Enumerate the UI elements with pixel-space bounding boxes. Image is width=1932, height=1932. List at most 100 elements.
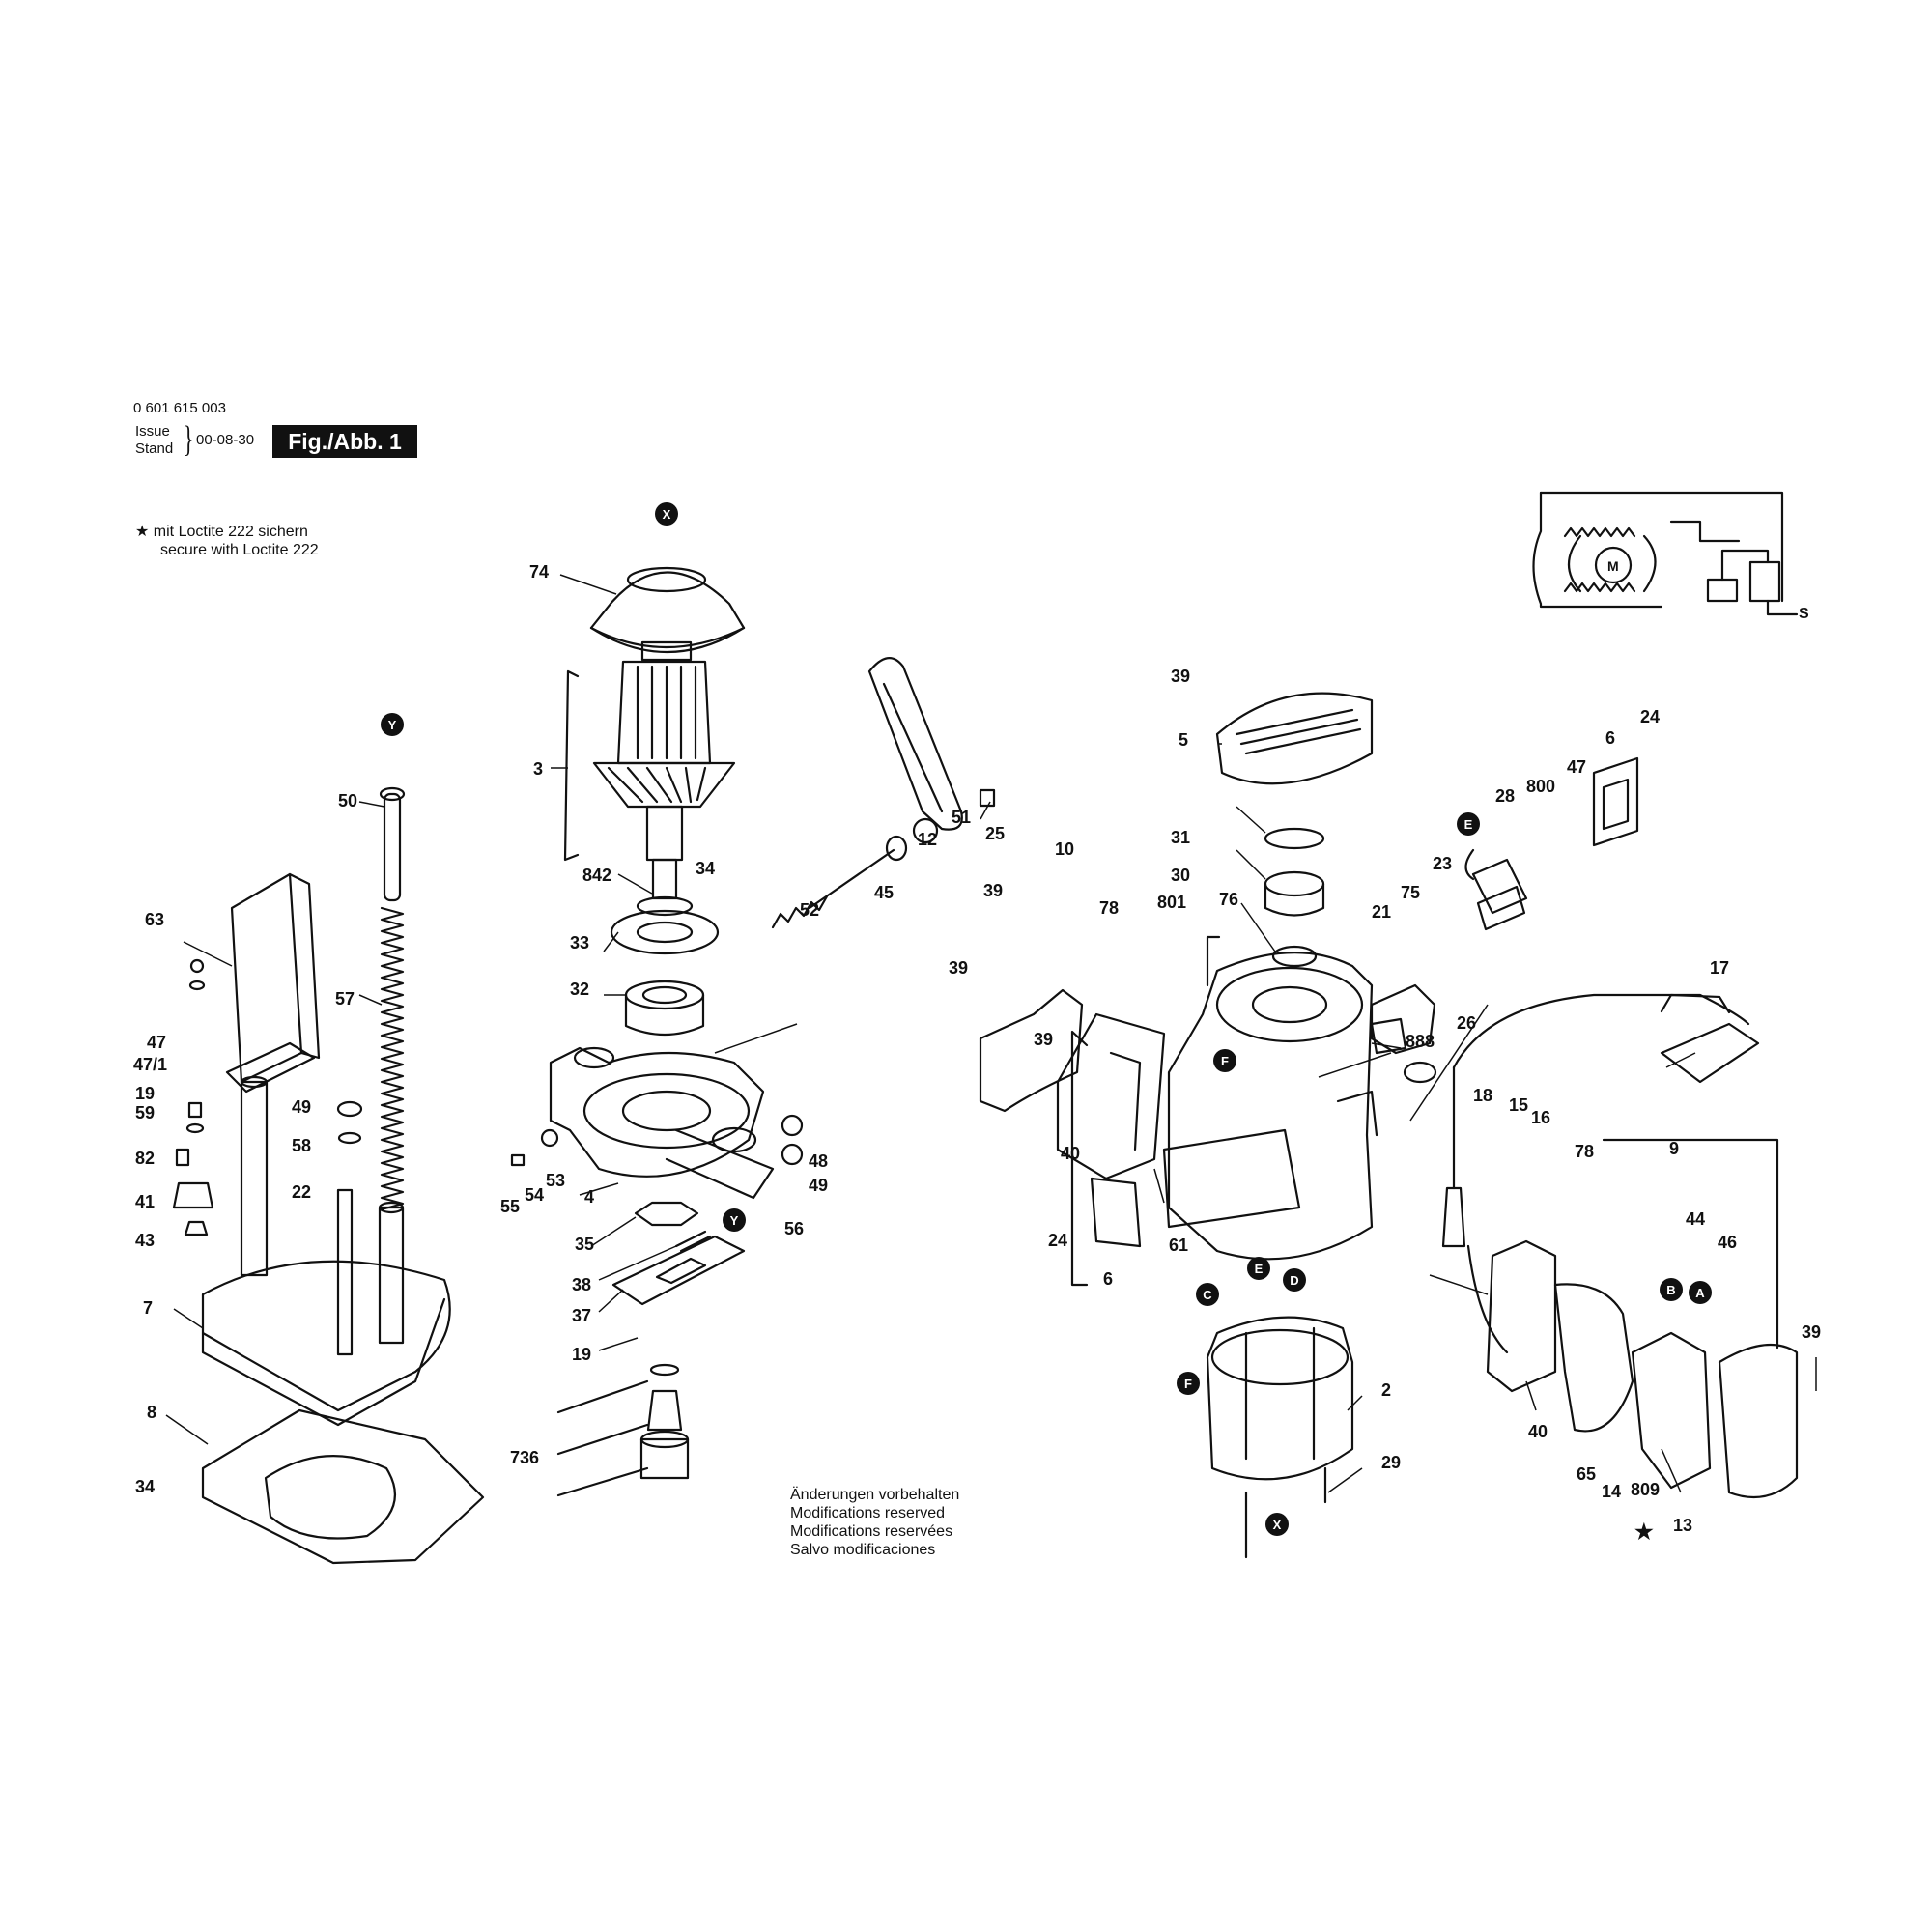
brush-plate-left xyxy=(1090,1177,1142,1248)
ring-76-drawing xyxy=(1271,945,1318,968)
part-label: 59 xyxy=(135,1103,155,1122)
slide-plate-drawing xyxy=(611,1230,746,1306)
part-label: 888 xyxy=(1406,1032,1435,1051)
part-number: 0 601 615 003 xyxy=(133,400,226,416)
part-label: 16 xyxy=(1531,1108,1550,1127)
part-label: 39 xyxy=(1802,1322,1821,1342)
depth-rod-drawing xyxy=(379,786,406,902)
modifications-fr: Modifications reservées xyxy=(790,1523,953,1540)
cord-bracket xyxy=(1660,993,1731,1014)
svg-text:Y: Y xyxy=(388,718,397,732)
part-label: 41 xyxy=(135,1192,155,1211)
modifications-de: Änderungen vorbehalten xyxy=(790,1487,960,1503)
part-label: 78 xyxy=(1099,898,1119,918)
svg-text:X: X xyxy=(1273,1518,1282,1532)
spindle-lock-drawing xyxy=(771,788,996,929)
part-label: 38 xyxy=(572,1275,591,1294)
switch-bracket xyxy=(1602,1138,1779,1350)
part-label: 8 xyxy=(147,1403,156,1422)
part-label: 39 xyxy=(949,958,968,978)
cover-bracket xyxy=(1070,1030,1089,1287)
part-label: 15 xyxy=(1509,1095,1528,1115)
part-label: 49 xyxy=(809,1176,828,1195)
part-label: 75 xyxy=(1401,883,1420,902)
part-label: 19 xyxy=(572,1345,591,1364)
bearing-32-drawing xyxy=(624,980,705,1037)
bearing-30-drawing xyxy=(1264,870,1325,917)
svg-text:D: D xyxy=(1290,1273,1298,1288)
collet-drawing xyxy=(639,1363,690,1480)
nut-35-drawing xyxy=(634,1201,699,1227)
star-icon: ★ xyxy=(135,524,150,540)
part-label: 13 xyxy=(1673,1516,1692,1535)
part-label: 22 xyxy=(292,1182,311,1202)
connection-marker: Y xyxy=(381,713,404,736)
part-label: 34 xyxy=(135,1477,155,1496)
part-label: 801 xyxy=(1157,893,1186,912)
handle-51-drawing xyxy=(867,657,963,831)
connection-marker: Y xyxy=(723,1208,746,1232)
svg-text:X: X xyxy=(663,507,671,522)
part-label: 65 xyxy=(1577,1464,1596,1484)
part-label: 24 xyxy=(1640,707,1660,726)
part-label: 37 xyxy=(572,1306,591,1325)
fan-cover-drawing xyxy=(589,566,746,654)
part-label: 76 xyxy=(1219,890,1238,909)
connection-marker: F xyxy=(1213,1049,1236,1072)
part-label: 28 xyxy=(1495,786,1515,806)
part-label: 17 xyxy=(1710,958,1729,978)
part-label: 40 xyxy=(1061,1144,1080,1163)
part-label: 2 xyxy=(1381,1380,1391,1400)
part-label: 32 xyxy=(570,980,589,999)
motor-cap-drawing xyxy=(1215,692,1374,785)
svg-text:A: A xyxy=(1695,1286,1705,1300)
part-label: 45 xyxy=(874,883,894,902)
part-label: 12 xyxy=(918,830,937,849)
switch-symbol: S xyxy=(1799,606,1809,622)
part-label: 47/1 xyxy=(133,1055,167,1074)
part-label: 39 xyxy=(1034,1030,1053,1049)
part-label: 5 xyxy=(1179,730,1188,750)
motor-symbol: M xyxy=(1607,558,1619,574)
circlip-drawing xyxy=(636,895,694,917)
stator-drawing xyxy=(1206,1316,1354,1481)
part-label: 35 xyxy=(575,1235,594,1254)
router-base-drawing xyxy=(201,1075,451,1427)
loctite-star-icon: ★ xyxy=(1634,1520,1654,1544)
connection-marker: E xyxy=(1247,1257,1270,1280)
armature-bracket xyxy=(563,669,580,862)
modifications-en: Modifications reserved xyxy=(790,1505,946,1521)
part-label: 14 xyxy=(1602,1482,1621,1501)
part-label: 54 xyxy=(525,1185,544,1205)
part-label: 46 xyxy=(1718,1233,1737,1252)
connection-marker: X xyxy=(655,502,678,526)
svg-text:E: E xyxy=(1464,817,1473,832)
svg-text:F: F xyxy=(1221,1054,1229,1068)
part-label: 26 xyxy=(1457,1013,1476,1033)
collet-bracket xyxy=(556,1379,649,1497)
figure-badge: Fig./Abb. 1 xyxy=(272,425,417,458)
brush-holder-drawing xyxy=(1370,756,1639,1084)
connection-marker: B xyxy=(1660,1278,1683,1301)
stand-label: Stand xyxy=(135,440,174,457)
power-cord-drawing xyxy=(1441,993,1760,1354)
part-label: 19 xyxy=(135,1084,155,1103)
wiring-schematic-drawing xyxy=(1532,491,1799,616)
part-label: 49 xyxy=(292,1097,311,1117)
label-61-drawing xyxy=(1162,1128,1301,1229)
connection-marker: F xyxy=(1177,1372,1200,1395)
part-label: 48 xyxy=(809,1151,828,1171)
part-label: 10 xyxy=(1055,839,1074,859)
small-screws-left xyxy=(172,958,804,1236)
connection-marker: C xyxy=(1196,1283,1219,1306)
part-label: 842 xyxy=(582,866,611,885)
part-label: 74 xyxy=(529,562,549,582)
housing-bracket xyxy=(1206,935,1221,987)
part-label: 24 xyxy=(1048,1231,1067,1250)
part-label: 58 xyxy=(292,1136,311,1155)
part-label: 25 xyxy=(985,824,1005,843)
connection-marker: X xyxy=(1265,1513,1289,1536)
